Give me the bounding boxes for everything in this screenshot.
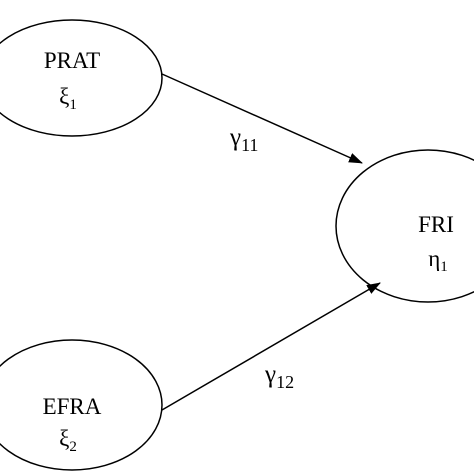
- node-prat-label: PRAT: [44, 48, 100, 73]
- node-efra-ellipse: [0, 339, 163, 471]
- path-label-gamma12: γ12: [264, 361, 294, 392]
- node-prat-ellipse: [0, 19, 163, 137]
- arrow-efra-to-fri: [161, 282, 381, 411]
- node-fri-symbol: η1: [428, 246, 448, 275]
- node-efra: EFRA ξ2: [0, 339, 163, 471]
- node-efra-symbol: ξ2: [59, 426, 77, 455]
- arrow-prat-to-fri: [161, 73, 363, 164]
- node-fri: FRI η1: [335, 149, 474, 303]
- node-fri-ellipse: [335, 149, 474, 303]
- node-efra-label: EFRA: [43, 394, 102, 419]
- node-fri-label: FRI: [418, 212, 454, 237]
- node-prat: PRAT ξ1: [0, 19, 163, 137]
- node-prat-symbol: ξ1: [59, 84, 77, 113]
- path-label-gamma11: γ11: [229, 124, 258, 155]
